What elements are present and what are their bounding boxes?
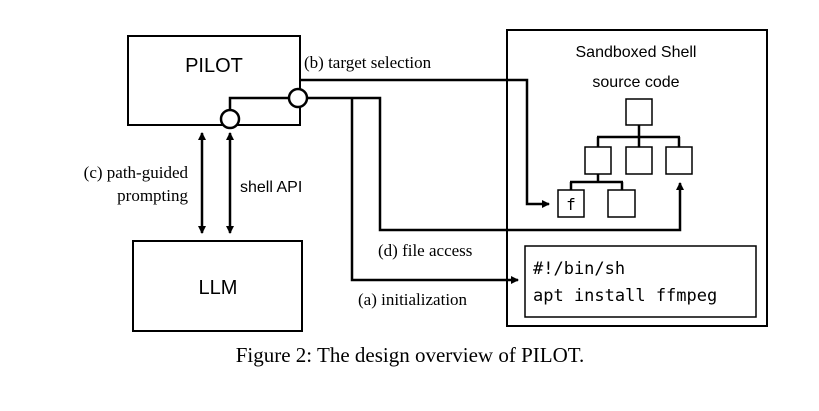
connector-circle-api [219, 108, 241, 130]
connector-circle-target [287, 87, 309, 109]
file-access-edge [307, 96, 684, 232]
tree-node-dir-2 [625, 146, 653, 175]
llm-box [132, 240, 303, 332]
tree-node-root [625, 98, 653, 126]
path-guided-label-line2: prompting [117, 186, 188, 205]
source-tree: f [557, 98, 693, 218]
tree-node-file-2 [607, 189, 636, 218]
sandboxed-shell-title: Sandboxed Shell [576, 44, 697, 61]
tree-node-dir-3 [665, 146, 693, 175]
sandboxed-shell-box [506, 29, 768, 327]
path-guided-label-line1: (c) path-guided [84, 163, 189, 182]
source-code-label: source code [592, 74, 679, 91]
init-script-box [524, 245, 757, 318]
shell-api-label: shell API [240, 179, 302, 196]
internal-connector [228, 96, 290, 111]
file-f-label: f [566, 195, 576, 214]
figure-caption: Figure 2: The design overview of PILOT. [236, 343, 585, 367]
pilot-box [127, 35, 301, 126]
tree-node-file-f [557, 189, 585, 218]
target-selection-label: (b) target selection [304, 53, 432, 72]
initialization-label: (a) initialization [358, 290, 468, 309]
script-line-1: #!/bin/sh [533, 259, 625, 279]
tree-node-dir-1 [584, 146, 612, 175]
pilot-label: PILOT [185, 55, 243, 77]
file-access-label: (d) file access [378, 241, 472, 260]
script-line-2: apt install ffmpeg [533, 286, 717, 306]
llm-label: LLM [199, 277, 238, 299]
target-selection-edge [300, 78, 550, 208]
initialization-edge [350, 98, 519, 284]
